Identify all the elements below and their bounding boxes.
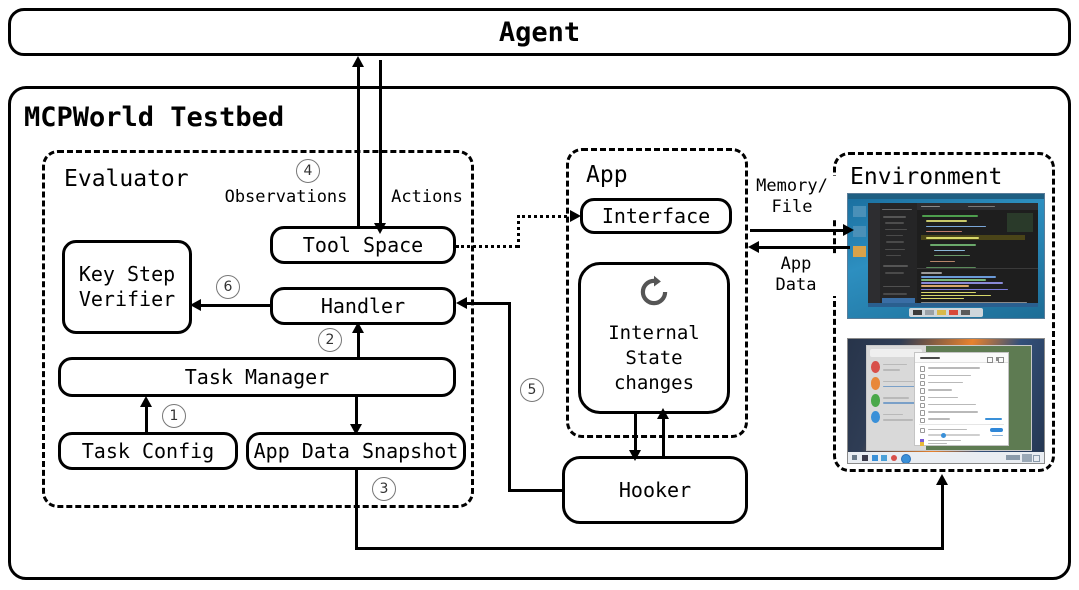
evaluator-region — [42, 150, 474, 508]
key-step-verifier-label-line2: Verifier — [78, 287, 176, 311]
step3-line-v2 — [941, 484, 944, 550]
state-to-hooker-arrowhead — [657, 408, 669, 419]
toolspace-interface-dotted-h2 — [517, 215, 573, 218]
toolspace-interface-dotted-v — [517, 215, 520, 248]
app-data-arrowhead — [748, 241, 759, 253]
agent-box: Agent — [8, 8, 1071, 56]
step2-line — [357, 330, 360, 360]
step5-line-h2 — [466, 302, 511, 305]
observations-arrowhead — [352, 56, 364, 67]
step3-line-v1 — [355, 470, 358, 550]
app-data-line — [758, 246, 850, 249]
task-manager-label: Task Manager — [184, 365, 330, 389]
step6-line — [200, 304, 270, 307]
internal-state-label-line1: Internal — [608, 321, 700, 344]
interface-label: Interface — [601, 204, 711, 228]
app-data-snapshot-box[interactable]: App Data Snapshot — [246, 432, 466, 470]
mcpworld-testbed-box — [8, 86, 1071, 580]
internal-state-label-line2: State — [625, 346, 683, 369]
task-config-label: Task Config — [81, 439, 215, 463]
observations-label: Observations — [218, 188, 354, 207]
app-title: App — [586, 162, 628, 188]
key-step-verifier-label-line1: Key Step — [78, 262, 176, 286]
actions-line — [379, 60, 382, 225]
step-3-marker: 3 — [372, 477, 396, 501]
toolspace-interface-dotted-h1 — [456, 245, 518, 248]
step3-arrowhead — [936, 474, 948, 485]
key-step-verifier-box[interactable]: Key Step Verifier — [62, 240, 192, 334]
internal-state-label-line3: changes — [613, 371, 695, 394]
hooker-box[interactable]: Hooker — [562, 456, 748, 524]
memory-file-label-line1: Memory/ — [756, 176, 828, 196]
step6-arrowhead — [190, 299, 201, 311]
interface-box[interactable]: Interface — [580, 198, 732, 234]
vscode-desktop-screenshot — [847, 193, 1045, 319]
taskmanager-snapshot-line — [355, 397, 358, 426]
evaluator-title: Evaluator — [64, 166, 189, 192]
testbed-title: MCPWorld Testbed — [24, 102, 285, 133]
internal-state-changes-box: Internal State changes — [578, 262, 730, 414]
step5-line-v — [508, 302, 511, 492]
app-data-snapshot-label: App Data Snapshot — [253, 439, 459, 463]
step3-line-h — [355, 547, 944, 550]
refresh-icon — [581, 273, 727, 311]
step-4-marker: 4 — [296, 159, 320, 183]
app-region — [566, 148, 748, 438]
step-5-marker: 5 — [520, 378, 544, 402]
handler-label: Handler — [320, 294, 406, 318]
step-2-marker: 2 — [318, 328, 342, 352]
memory-file-label: Memory/ File — [748, 176, 836, 218]
agent-label: Agent — [498, 16, 581, 48]
step1-arrowhead — [140, 396, 152, 407]
tool-space-box[interactable]: Tool Space — [270, 226, 456, 264]
hooker-to-state-arrowhead — [629, 450, 641, 461]
memory-file-label-line2: File — [771, 197, 813, 217]
actions-arrowhead — [374, 223, 386, 234]
app-data-label-line1: App — [780, 254, 812, 274]
step5-line-h1 — [508, 489, 564, 492]
interface-arrowhead — [570, 210, 581, 222]
state-to-hooker-line — [662, 416, 665, 458]
step-6-marker: 6 — [216, 275, 240, 299]
memory-file-arrowhead — [843, 224, 854, 236]
handler-box[interactable]: Handler — [270, 287, 456, 325]
actions-label: Actions — [384, 188, 470, 207]
telegram-settings-screenshot — [847, 338, 1045, 464]
step5-arrowhead — [456, 297, 467, 309]
app-data-label-line2: Data — [775, 275, 817, 295]
step-1-marker: 1 — [162, 404, 186, 428]
app-data-label: App Data — [752, 254, 840, 296]
hooker-label: Hooker — [618, 478, 692, 502]
hooker-to-state-line — [634, 412, 637, 454]
observations-line — [357, 62, 360, 228]
task-config-box[interactable]: Task Config — [58, 432, 238, 470]
taskmanager-snapshot-arrowhead — [350, 424, 362, 435]
memory-file-line — [750, 229, 845, 232]
tool-space-label: Tool Space — [302, 233, 424, 257]
step2-arrowhead — [352, 322, 364, 333]
task-manager-box[interactable]: Task Manager — [58, 357, 456, 397]
environment-title: Environment — [850, 164, 1003, 190]
environment-region — [833, 152, 1055, 472]
step1-line — [145, 404, 148, 434]
